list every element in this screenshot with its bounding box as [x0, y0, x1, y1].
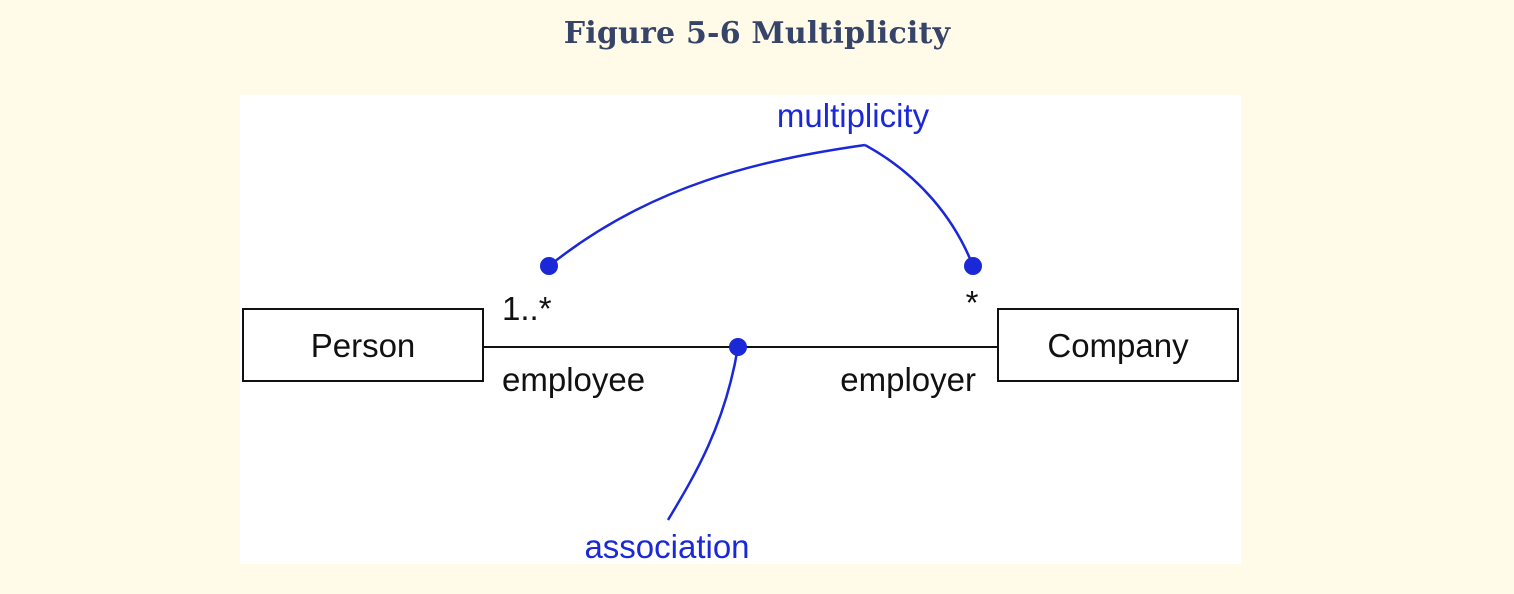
right-multiplicity-marker-dot	[964, 257, 982, 275]
multiplicity-callout-leader-left	[548, 143, 866, 267]
employee-role-label: employee	[502, 361, 645, 398]
figure-title: Figure 5-6 Multiplicity	[563, 16, 951, 51]
association-callout-leader	[666, 346, 740, 521]
association-callout-label: association	[584, 528, 749, 564]
uml-diagram: Person Company 1..* * employee employer …	[240, 95, 1241, 564]
person-class-label: Person	[311, 327, 416, 364]
uml-diagram-svg: Person Company 1..* * employee employer …	[242, 97, 1239, 564]
left-multiplicity-label: 1..*	[502, 290, 552, 327]
company-class-box	[997, 308, 1239, 382]
employer-role-label: employer	[840, 361, 976, 398]
multiplicity-callout-leader-right	[864, 143, 975, 267]
association-marker-dot	[729, 338, 747, 356]
multiplicity-callout-label: multiplicity	[777, 97, 930, 134]
right-multiplicity-label: *	[966, 284, 979, 321]
company-class-label: Company	[1047, 327, 1189, 364]
person-class-box	[242, 308, 484, 382]
left-multiplicity-marker-dot	[540, 257, 558, 275]
